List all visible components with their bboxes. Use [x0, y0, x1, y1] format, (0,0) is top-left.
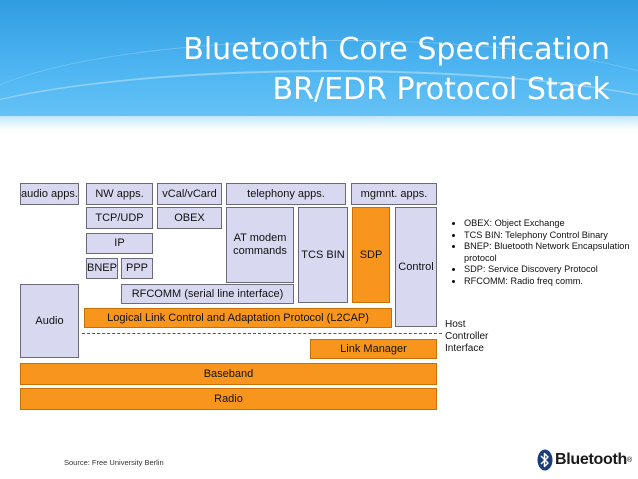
- legend-item: BNEP: Bluetooth Network Encapsulation pr…: [464, 241, 638, 264]
- link-manager-box: Link Manager: [310, 339, 437, 359]
- registered-mark: ®: [626, 456, 633, 464]
- l2cap-box: Logical Link Control and Adaptation Prot…: [84, 308, 392, 328]
- bnep-box: BNEP: [86, 258, 118, 279]
- audio-apps-box: audio apps.: [20, 183, 79, 205]
- vcal-vcard-box: vCal/vCard: [157, 183, 222, 205]
- banner-wave: [0, 40, 638, 130]
- ip-box: IP: [86, 233, 153, 254]
- rfcomm-box: RFCOMM (serial line interface): [121, 284, 294, 304]
- mgmnt-apps-box: mgmnt. apps.: [351, 183, 437, 205]
- hci-label-interface: Interface: [445, 343, 484, 354]
- legend-item: TCS BIN: Telephony Control Binary: [464, 230, 638, 242]
- telephony-apps-box: telephony apps.: [226, 183, 346, 205]
- radio-box: Radio: [20, 388, 437, 410]
- hci-label-controller: Controller: [445, 331, 489, 342]
- bluetooth-rune-icon: [537, 449, 553, 471]
- abbreviation-legend: OBEX: Object Exchange TCS BIN: Telephony…: [450, 218, 638, 287]
- banner-fade: [0, 116, 638, 130]
- tcp-udp-box: TCP/UDP: [86, 207, 153, 229]
- nw-apps-box: NW apps.: [86, 183, 153, 205]
- bluetooth-logo: Bluetooth®: [537, 449, 632, 471]
- legend-item: RFCOMM: Radio freq comm.: [464, 276, 638, 288]
- legend-item: OBEX: Object Exchange: [464, 218, 638, 230]
- tcs-bin-box: TCS BIN: [298, 207, 348, 303]
- obex-box: OBEX: [157, 207, 222, 229]
- baseband-box: Baseband: [20, 363, 437, 385]
- ppp-box: PPP: [121, 258, 153, 279]
- hci-boundary-line: [82, 333, 442, 334]
- legend-item: SDP: Service Discovery Protocol: [464, 264, 638, 276]
- source-note: Source: Free University Berlin: [64, 458, 164, 467]
- bluetooth-wordmark: Bluetooth: [555, 451, 627, 468]
- banner-wave: [0, 70, 638, 130]
- slide-title-line-1: Bluetooth Core Specification: [183, 32, 610, 67]
- title-banner: Bluetooth Core Specification BR/EDR Prot…: [0, 0, 638, 130]
- audio-box: Audio: [20, 284, 79, 358]
- at-modem-commands-box: AT modem commands: [226, 207, 294, 283]
- hci-label-host: Host: [445, 319, 466, 330]
- sdp-box: SDP: [352, 207, 390, 303]
- control-box: Control: [395, 207, 437, 327]
- slide-title-line-2: BR/EDR Protocol Stack: [272, 72, 610, 107]
